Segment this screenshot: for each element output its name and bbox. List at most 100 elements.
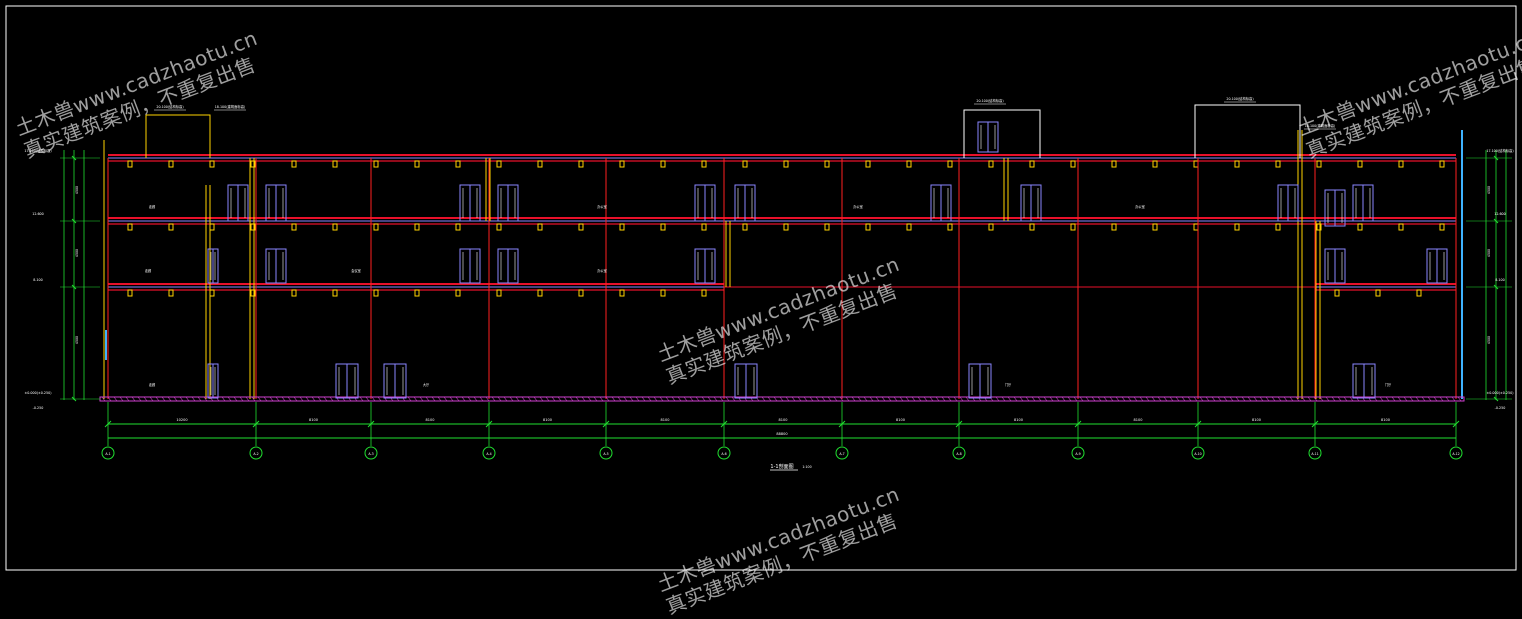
ground-hatch — [257, 396, 262, 402]
ground-hatch — [893, 396, 898, 402]
ground-hatch — [1199, 396, 1204, 402]
beam-stub — [906, 160, 912, 168]
floor-height-right: 4500 — [1487, 336, 1491, 344]
ground-hatch — [179, 396, 184, 402]
ground-hatch — [665, 396, 670, 402]
beam-stub — [1334, 289, 1340, 297]
beam-stub — [947, 223, 953, 231]
elevation-right: 8.100 — [1495, 278, 1504, 282]
dimension-tick — [1074, 420, 1082, 428]
room-label: 会议室 — [351, 268, 361, 273]
ground-hatch — [575, 396, 580, 402]
ground-hatch — [1007, 396, 1012, 402]
ground-hatch — [113, 396, 118, 402]
ground-hatch — [563, 396, 568, 402]
ground-hatch — [1025, 396, 1030, 402]
ground-hatch — [323, 396, 328, 402]
ground-hatch — [413, 396, 418, 402]
room-label: 走廊 — [145, 268, 152, 273]
ground-hatch — [815, 396, 820, 402]
ground-hatch — [947, 396, 952, 402]
ground-hatch — [173, 396, 178, 402]
beam-stub — [1070, 223, 1076, 231]
room-label: 办公室 — [853, 204, 863, 209]
ground-hatch — [239, 396, 244, 402]
ground-hatch — [287, 396, 292, 402]
ground-hatch — [1115, 396, 1120, 402]
axis-label: A-4 — [486, 452, 491, 456]
ground-hatch — [521, 396, 526, 402]
beam-stub — [783, 160, 789, 168]
beam-stub — [1152, 223, 1158, 231]
ground-hatch — [761, 396, 766, 402]
ground-hatch — [1247, 396, 1252, 402]
beam-stub — [1316, 223, 1322, 231]
ground-hatch — [851, 396, 856, 402]
ground-hatch — [1295, 396, 1300, 402]
axis-bubble — [952, 446, 966, 460]
ground-hatch — [1097, 396, 1102, 402]
ground-hatch — [299, 396, 304, 402]
bay-dimension: 8100 — [543, 418, 552, 422]
ground-hatch — [887, 396, 892, 402]
ground-hatch — [605, 396, 610, 402]
ground-hatch — [1349, 396, 1354, 402]
ground-hatch — [1409, 396, 1414, 402]
ground-hatch — [1259, 396, 1264, 402]
ground-hatch — [443, 396, 448, 402]
dimension-tick — [602, 420, 610, 428]
ground-hatch — [779, 396, 784, 402]
ground-hatch — [1121, 396, 1126, 402]
beam-stub — [414, 289, 420, 297]
beam-stub — [496, 160, 502, 168]
beam-stub — [619, 160, 625, 168]
ground-hatch — [1283, 396, 1288, 402]
ground-hatch — [143, 396, 148, 402]
ground-hatch — [629, 396, 634, 402]
beam-stub — [701, 289, 707, 297]
ground-hatch — [359, 396, 364, 402]
ground-hatch — [941, 396, 946, 402]
beam-stub — [250, 160, 256, 168]
ground-hatch — [407, 396, 412, 402]
beam-stub — [701, 223, 707, 231]
ground-hatch — [1061, 396, 1066, 402]
ground-hatch — [1319, 396, 1324, 402]
ground-hatch — [635, 396, 640, 402]
dimension-tick — [720, 420, 728, 428]
ground-hatch — [425, 396, 430, 402]
ground-hatch — [245, 396, 250, 402]
ground-hatch — [197, 396, 202, 402]
ground-hatch — [953, 396, 958, 402]
beam-stub — [1316, 160, 1322, 168]
beam-stub — [865, 160, 871, 168]
ground-hatch — [1289, 396, 1294, 402]
beam-stub — [250, 223, 256, 231]
ground-hatch — [845, 396, 850, 402]
ground-hatch — [1049, 396, 1054, 402]
ground-hatch — [533, 396, 538, 402]
ground-hatch — [311, 396, 316, 402]
roof-penthouse-left — [145, 114, 211, 158]
ground-hatch — [1241, 396, 1246, 402]
ground-hatch — [773, 396, 778, 402]
ground-hatch — [167, 396, 172, 402]
beam-stub — [455, 289, 461, 297]
bay-dimension: 8100 — [661, 418, 670, 422]
ground-hatch — [803, 396, 808, 402]
beam-stub — [127, 289, 133, 297]
ground-hatch — [833, 396, 838, 402]
ground-hatch — [821, 396, 826, 402]
top-elevation-label: 20.100(结构标高) — [1226, 96, 1253, 101]
ground-hatch — [1139, 396, 1144, 402]
beam-stub — [1029, 160, 1035, 168]
ground-hatch — [1043, 396, 1048, 402]
ground-hatch — [695, 396, 700, 402]
ground-hatch — [587, 396, 592, 402]
beam-stub — [168, 160, 174, 168]
ground-hatch — [995, 396, 1000, 402]
beam-stub — [373, 289, 379, 297]
axis-label: A-3 — [368, 452, 373, 456]
ground-hatch — [497, 396, 502, 402]
ground-hatch — [869, 396, 874, 402]
